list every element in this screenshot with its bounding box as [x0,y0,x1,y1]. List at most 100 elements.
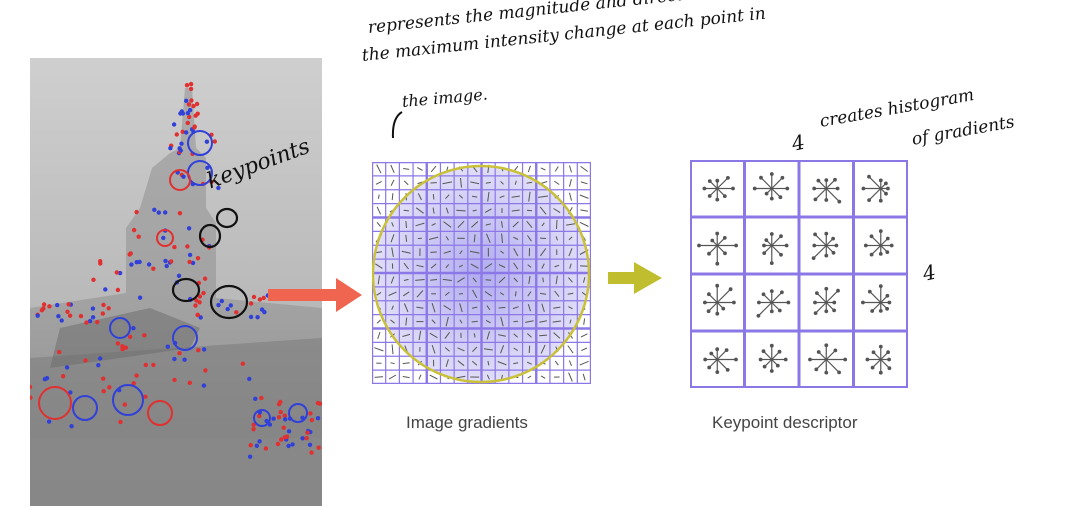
keypoint-dot [257,297,263,302]
keypoint-dot [134,209,139,215]
keypoint-dot [281,425,286,430]
keypoint-dot [191,103,196,109]
keypoint-dot [95,319,100,325]
keypoint-dot [129,262,134,267]
keypoint-dot [131,381,136,386]
keypoint-dot [197,294,203,299]
keypoint-dot [177,351,182,356]
keypoint-dot [83,358,88,363]
keypoint-dot [257,413,262,419]
keypoint-scale-ring [38,386,72,420]
keypoint-dot [275,441,281,447]
hand-circle-3 [171,277,201,303]
keypoint-dot [171,122,177,127]
keypoint-dot [194,101,200,107]
keypoint-scale-ring [169,169,191,191]
keypoint-dot [64,365,70,370]
keypoint-dot [156,210,161,215]
keypoint-dot [41,306,46,311]
keypoint-dot [262,309,267,315]
keypoint-dot [98,356,103,361]
keypoint-dot [131,326,136,331]
keypoint-dot [193,303,198,308]
keypoint-dot [30,384,33,390]
keypoint-dot [271,416,276,421]
keypoint-dot [282,413,287,418]
keypoint-dot [188,86,194,92]
keypoint-dot [204,139,210,144]
keypoint-dot [60,374,66,379]
keypoint-dot [248,443,253,448]
keypoint-dot [122,402,128,407]
keypoint-dot [87,318,93,324]
keypoint-dot [279,437,284,442]
keypoint-dot [195,256,201,261]
keypoint-dot [184,83,190,88]
hand-circle-4 [209,284,249,320]
keypoint-dot [66,302,71,307]
keypoint-dot [185,110,191,116]
keypoint-scale-ring [187,130,213,156]
keypoint-dot [161,235,166,241]
keypoint-dot [259,395,264,401]
keypoint-dot [309,450,314,455]
keypoint-dot [56,314,61,319]
image-gradients-caption: Image gradients [406,413,528,432]
keypoint-dot [196,348,201,353]
keypoint-dot [251,422,256,427]
keypoint-scale-ring [112,384,144,416]
keypoint-dot [44,376,50,381]
keypoint-dot [143,362,148,368]
keypoint-dot [261,295,266,301]
keypoint-dot [247,376,252,382]
keypoint-dot [286,429,292,434]
keypoint-dot [172,377,177,383]
keypoint-dot [151,266,156,271]
keypoint-dot [192,125,197,130]
keypoint-dot [255,315,260,320]
keypoint-dot [315,416,321,421]
keypoint-dot [254,443,259,448]
keypoint-dot [216,185,221,191]
keypoint-dot [177,211,183,216]
keypoint-dot [263,446,269,451]
keypoint-dot [251,294,257,300]
keypoint-dot [134,260,139,265]
keypoint-dot [247,454,253,459]
keypoint-scale-ring [72,395,98,421]
note-hook [391,111,403,139]
keypoint-dot [118,419,123,425]
keypoint-dot [90,315,96,320]
keypoint-dot [101,389,106,394]
keypoint-dot [46,419,52,424]
keypoint-dot [59,318,64,323]
keypoint-dot [187,380,192,385]
keypoint-dot [248,301,254,306]
keypoint-dot [137,295,143,300]
keypoint-dot [253,396,258,401]
keypoint-dot [187,114,192,120]
keypoint-dot [101,376,106,381]
keypoint-dot [316,445,321,450]
hand-circle-2 [198,223,222,249]
keypoint-dot [142,333,147,338]
keypoint-dot [276,415,282,420]
keypoint-dot [309,417,315,423]
keypoint-dot [216,302,221,308]
keypoint-dot [91,277,96,282]
keypoint-dot [30,395,33,400]
keypoint-dot [190,260,196,266]
photo-svg [30,81,322,506]
keypoint-dot [134,373,139,378]
keypoint-dot [57,349,62,355]
keypoint-markers [30,81,322,459]
keypoint-dot [193,113,198,118]
red-arrow [268,278,362,312]
keypoint-dot [180,129,185,134]
keypoint-dot [179,109,184,114]
keypoint-dot [69,424,74,429]
keypoint-scale-ring [288,403,308,423]
keypoint-dot [307,442,313,447]
keypoint-dot [188,81,194,87]
